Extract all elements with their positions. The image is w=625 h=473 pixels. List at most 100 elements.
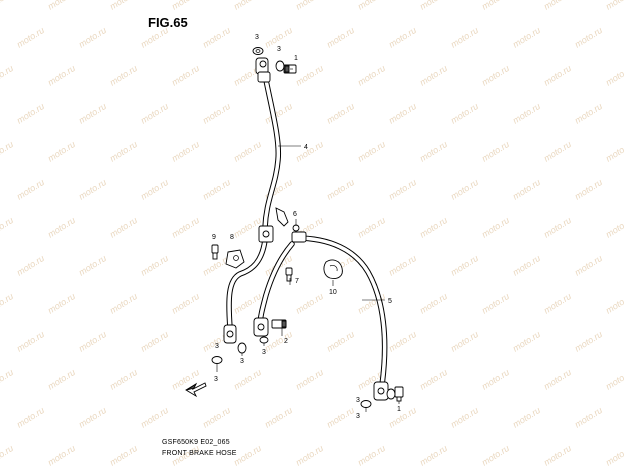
watermark-text: moto.ru bbox=[325, 25, 356, 50]
watermark-text: moto.ru bbox=[263, 101, 294, 126]
lower-left-banjo bbox=[223, 324, 237, 344]
watermark-text: moto.ru bbox=[0, 291, 15, 316]
watermark-text: moto.ru bbox=[15, 177, 46, 202]
watermark-text: moto.ru bbox=[604, 63, 625, 88]
right-washer-b bbox=[360, 400, 372, 408]
watermark-text: moto.ru bbox=[387, 329, 418, 354]
lower-mid-washer bbox=[259, 336, 269, 344]
callout-3-top-washer: 3 bbox=[255, 34, 259, 41]
watermark-text: moto.ru bbox=[356, 0, 387, 12]
lower-left-washer-b bbox=[237, 342, 247, 354]
lower-bolt bbox=[271, 319, 287, 329]
watermark-text: moto.ru bbox=[418, 215, 449, 240]
callout-3-right-a: 3 bbox=[356, 397, 360, 404]
watermark-text: moto.ru bbox=[356, 63, 387, 88]
callout-3-lower-b: 3 bbox=[240, 358, 244, 365]
lower-mid-banjo bbox=[253, 317, 269, 337]
watermark-text: moto.ru bbox=[480, 443, 511, 468]
watermark-text: moto.ru bbox=[387, 253, 418, 278]
watermark-text: moto.ru bbox=[170, 0, 201, 12]
watermark-text: moto.ru bbox=[604, 443, 625, 468]
callout-3-lower-a: 3 bbox=[215, 343, 219, 350]
watermark-text: moto.ru bbox=[0, 215, 15, 240]
watermark-text: moto.ru bbox=[294, 139, 325, 164]
watermark-text: moto.ru bbox=[604, 215, 625, 240]
callout-1-top-bolt: 1 bbox=[294, 55, 298, 62]
watermark-text: moto.ru bbox=[542, 0, 573, 12]
watermark-text: moto.ru bbox=[480, 291, 511, 316]
watermark-text: moto.ru bbox=[480, 215, 511, 240]
watermark-text: moto.ru bbox=[325, 177, 356, 202]
watermark-text: moto.ru bbox=[387, 405, 418, 430]
watermark-text: moto.ru bbox=[387, 101, 418, 126]
callout-6-clamp: 6 bbox=[293, 211, 297, 218]
callout-7-mid-bolt: 7 bbox=[295, 278, 299, 285]
watermark-text: moto.ru bbox=[77, 25, 108, 50]
figure-title: FIG.65 bbox=[148, 15, 188, 30]
watermark-text: moto.ru bbox=[139, 177, 170, 202]
watermark-text: moto.ru bbox=[263, 405, 294, 430]
watermark-text: moto.ru bbox=[0, 139, 15, 164]
watermark-text: moto.ru bbox=[201, 25, 232, 50]
callout-labels: 3 3 1 4 6 9 8 7 10 5 2 3 3 3 3 3 3 1 bbox=[212, 34, 401, 420]
watermark-text: moto.ru bbox=[356, 443, 387, 468]
watermark-text: moto.ru bbox=[108, 367, 139, 392]
watermark-text: moto.ru bbox=[573, 329, 604, 354]
watermark-text: moto.ru bbox=[46, 139, 77, 164]
watermark-text: moto.ru bbox=[573, 405, 604, 430]
watermark-text: moto.ru bbox=[511, 25, 542, 50]
watermark-text: moto.ru bbox=[232, 139, 263, 164]
callout-5-right-hose: 5 bbox=[388, 298, 392, 305]
watermark-text: moto.ru bbox=[15, 25, 46, 50]
watermark-text: moto.ru bbox=[294, 443, 325, 468]
watermark-text: moto.ru bbox=[511, 177, 542, 202]
watermark-text: moto.ru bbox=[542, 215, 573, 240]
watermark-text: moto.ru bbox=[232, 215, 263, 240]
watermark-text: moto.ru bbox=[449, 329, 480, 354]
watermark-text: moto.ru bbox=[77, 101, 108, 126]
callout-3-lower-d: 3 bbox=[214, 376, 218, 383]
watermark-text: moto.ru bbox=[108, 215, 139, 240]
front-arrow-icon bbox=[185, 382, 207, 398]
watermark-text: moto.ru bbox=[418, 139, 449, 164]
watermark-text: moto.ru bbox=[15, 405, 46, 430]
right-washer-a bbox=[386, 388, 396, 400]
watermark-text: moto.ru bbox=[418, 63, 449, 88]
watermark-text: moto.ru bbox=[325, 101, 356, 126]
callout-4-upper-hose: 4 bbox=[304, 144, 308, 151]
watermark-text: moto.ru bbox=[418, 443, 449, 468]
watermark-text: moto.ru bbox=[170, 291, 201, 316]
watermark-text: moto.ru bbox=[46, 291, 77, 316]
watermark-text: moto.ru bbox=[294, 367, 325, 392]
watermark-text: moto.ru bbox=[77, 253, 108, 278]
watermark-text: moto.ru bbox=[232, 291, 263, 316]
watermark-text: moto.ru bbox=[170, 63, 201, 88]
watermark-text: moto.ru bbox=[0, 0, 15, 12]
watermark-text: moto.ru bbox=[325, 405, 356, 430]
watermark-text: moto.ru bbox=[201, 177, 232, 202]
right-lower-banjo bbox=[373, 381, 389, 401]
watermark-text: moto.ru bbox=[170, 215, 201, 240]
front-brake-hose-upper bbox=[226, 77, 282, 331]
left-bolt bbox=[211, 244, 219, 260]
callout-9-left-bolt: 9 bbox=[212, 234, 216, 241]
watermark-text: moto.ru bbox=[77, 329, 108, 354]
watermark-text: moto.ru bbox=[604, 139, 625, 164]
watermark-text: moto.ru bbox=[511, 329, 542, 354]
watermark-text: moto.ru bbox=[387, 25, 418, 50]
right-bolt bbox=[394, 386, 404, 402]
watermark-text: moto.ru bbox=[201, 405, 232, 430]
watermark-text: moto.ru bbox=[418, 0, 449, 12]
watermark-text: moto.ru bbox=[449, 253, 480, 278]
mid-bolt bbox=[285, 267, 293, 282]
watermark-text: moto.ru bbox=[139, 405, 170, 430]
watermark-text: moto.ru bbox=[108, 139, 139, 164]
watermark-text: moto.ru bbox=[511, 253, 542, 278]
leader-lines bbox=[216, 68, 400, 412]
watermark-text: moto.ru bbox=[46, 443, 77, 468]
watermark-text: moto.ru bbox=[604, 0, 625, 12]
watermark-text: moto.ru bbox=[573, 177, 604, 202]
